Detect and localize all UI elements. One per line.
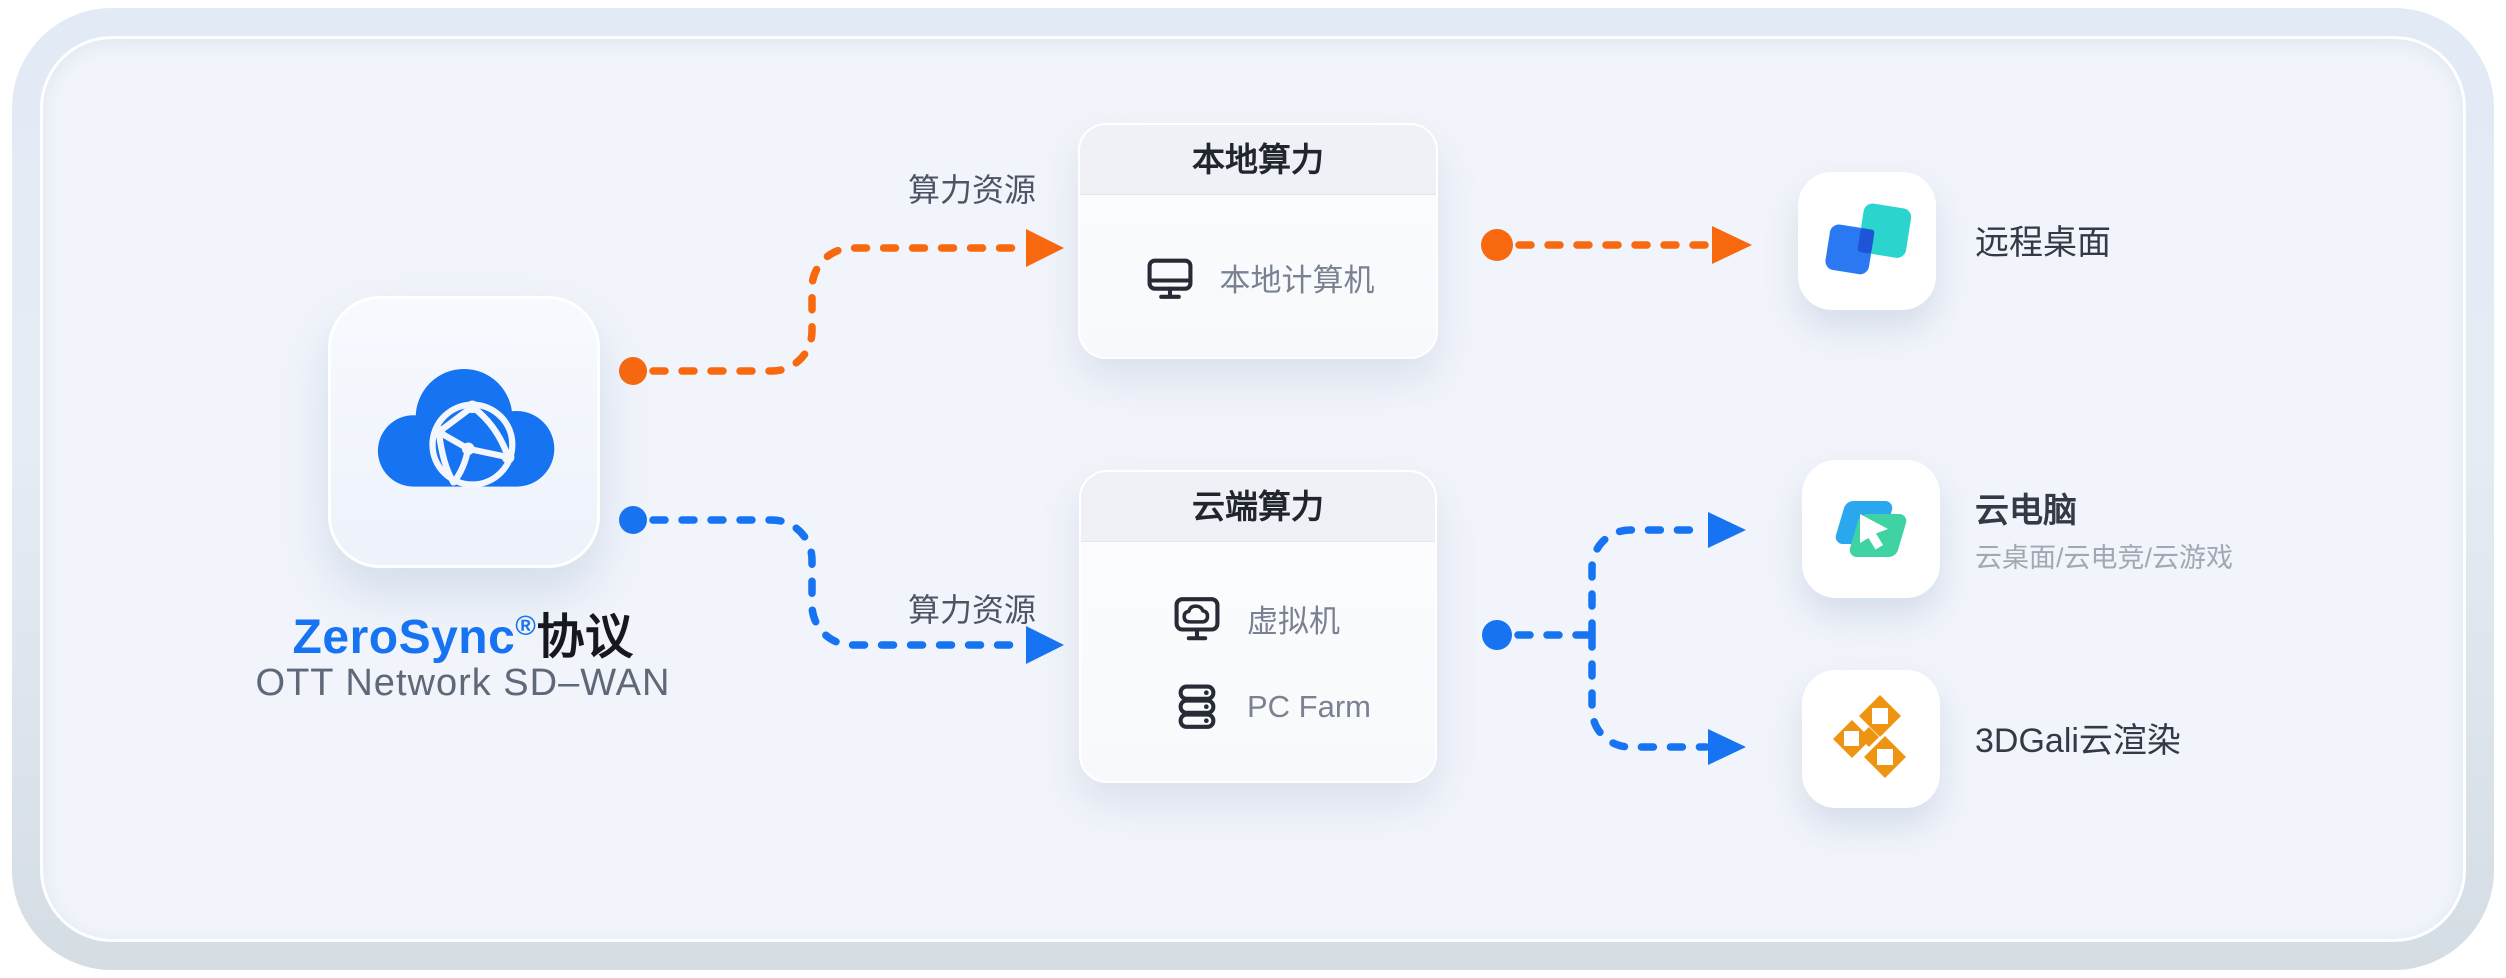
3dgali-logo bbox=[1833, 695, 1906, 778]
list-item: 本地计算机 bbox=[1142, 249, 1375, 305]
cloud-pc-label: 云电脑 bbox=[1975, 492, 2077, 530]
cloud-pc-logo bbox=[1835, 500, 1907, 558]
server-stack-icon bbox=[1178, 684, 1216, 729]
local-compute-box: 本地算力 本地计算机 bbox=[1078, 123, 1438, 359]
cloud-pc-tile bbox=[1802, 460, 1940, 598]
cloud-compute-body: 虚拟机 PC Farm bbox=[1081, 542, 1435, 781]
cloud-pc-sublabel: 云桌面/云电竞/云游戏 bbox=[1975, 543, 2234, 573]
remote-desktop-label: 远程桌面 bbox=[1975, 224, 2111, 262]
vm-monitor-cloud-icon bbox=[1174, 596, 1220, 640]
cloud-compute-title: 云端算力 bbox=[1081, 472, 1435, 542]
gali-render-tile bbox=[1802, 670, 1940, 808]
local-computer-label: 本地计算机 bbox=[1219, 262, 1375, 298]
title-suffix: 协议 bbox=[536, 611, 634, 664]
brand-name: ZeroSync bbox=[292, 611, 516, 664]
remote-desktop-tile bbox=[1798, 172, 1936, 310]
cloud-compute-box: 云端算力 虚拟机 bbox=[1079, 470, 1437, 783]
flow-label-compute-bottom: 算力资源 bbox=[907, 592, 1036, 628]
cloud-network-icon bbox=[377, 369, 555, 488]
list-item: 虚拟机 bbox=[1169, 591, 1340, 647]
gali-render-label: 3DGali云渲染 bbox=[1975, 722, 2181, 760]
source-title: ZeroSync®协议 bbox=[163, 596, 763, 664]
local-compute-title: 本地算力 bbox=[1080, 125, 1436, 195]
remote-desktop-logo bbox=[1825, 203, 1912, 275]
vm-label: 虚拟机 bbox=[1247, 604, 1340, 639]
source-subtitle: OTT Network SD–WAN bbox=[255, 662, 671, 704]
list-item: PC Farm bbox=[1169, 679, 1371, 735]
flow-label-compute-top: 算力资源 bbox=[907, 172, 1036, 208]
local-compute-body: 本地计算机 bbox=[1080, 195, 1436, 357]
zerosync-card bbox=[328, 296, 600, 568]
registered-mark: ® bbox=[515, 610, 537, 641]
pc-farm-label: PC Farm bbox=[1247, 688, 1371, 724]
desktop-monitor-icon bbox=[1147, 258, 1192, 299]
